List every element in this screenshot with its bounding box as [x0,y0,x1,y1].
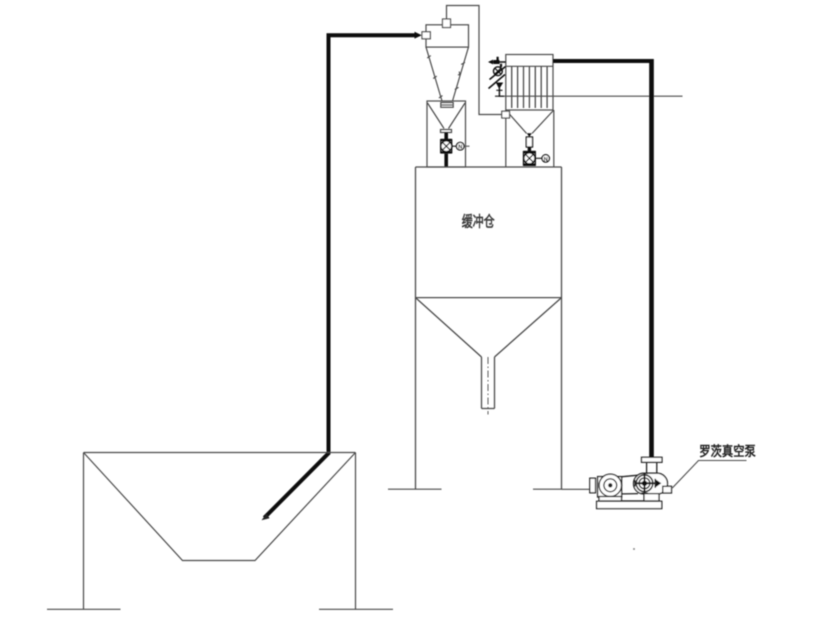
svg-text:缓冲仓: 缓冲仓 [462,213,496,231]
svg-text:N: N [458,145,462,151]
svg-text:罗茨真空泵: 罗茨真空泵 [699,443,756,459]
svg-text:N: N [544,157,548,163]
